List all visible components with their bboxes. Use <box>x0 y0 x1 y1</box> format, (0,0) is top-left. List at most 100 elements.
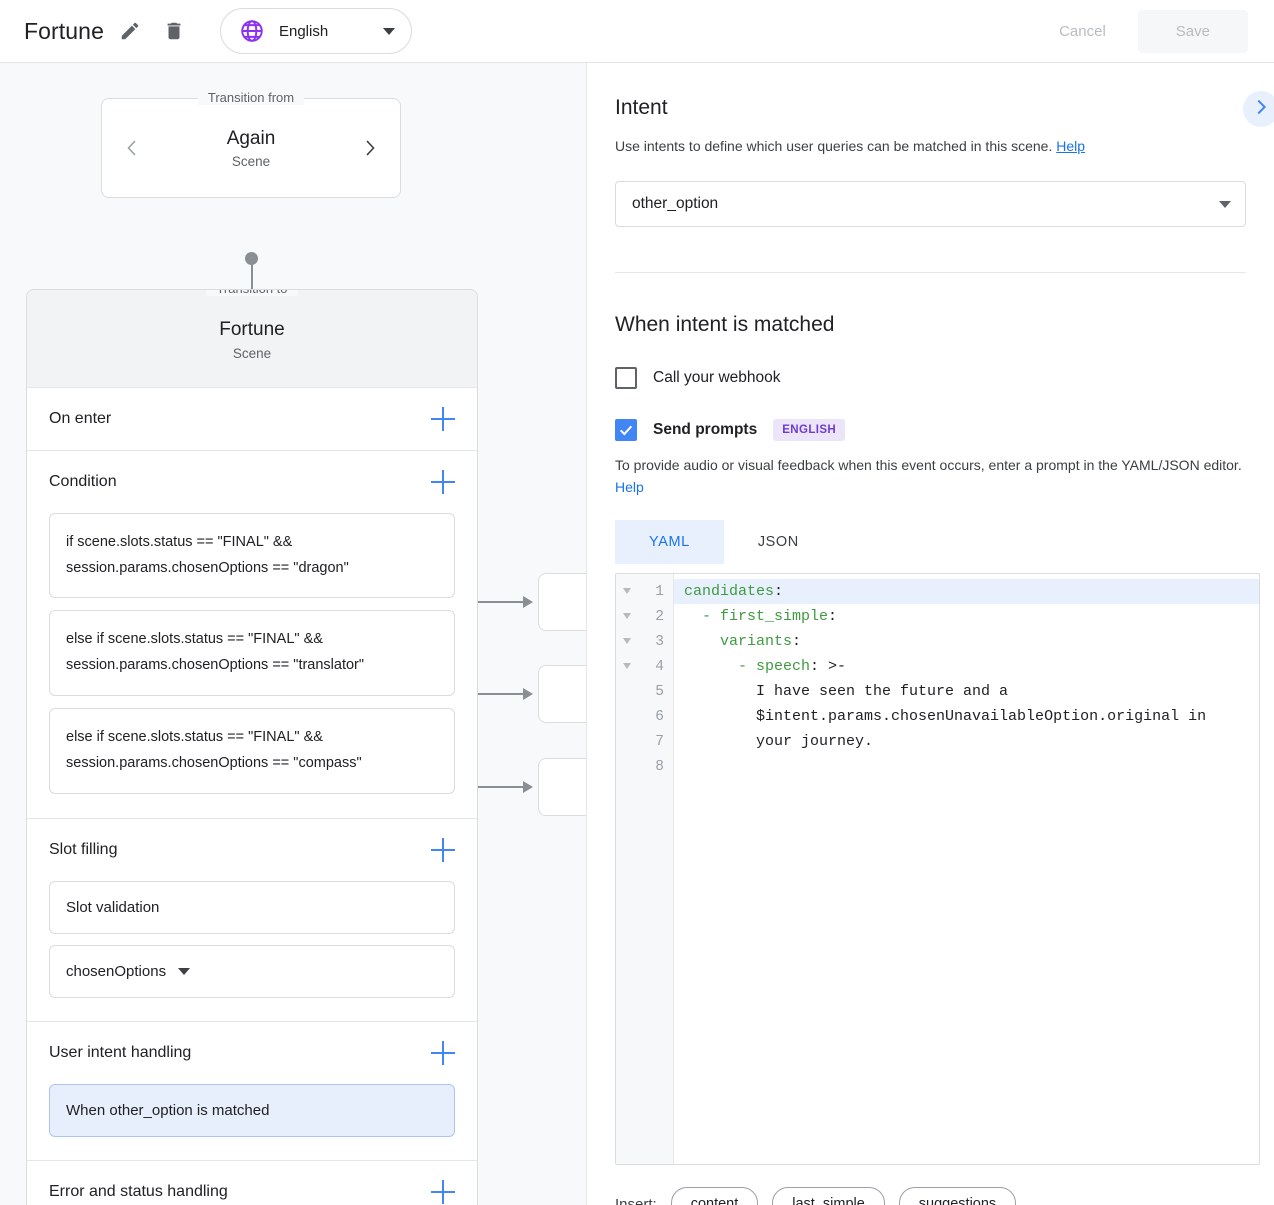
to-scene-name: Fortune <box>219 319 285 340</box>
transition-to-card[interactable]: Transition to Fortune Scene <box>27 289 477 388</box>
editor-tabs: YAML JSON <box>615 520 1246 565</box>
line-number[interactable]: 3 <box>616 629 673 654</box>
code-key: candidates <box>684 583 775 601</box>
code-rest: your journey. <box>756 733 874 751</box>
target-card[interactable] <box>538 573 586 631</box>
code-line[interactable]: $intent.params.chosenUnavailableOption.o… <box>674 704 1259 729</box>
intent-detail-pane: Intent Use intents to define which user … <box>586 63 1274 1205</box>
code-rest: : >- <box>810 658 847 676</box>
page-title: Fortune <box>24 17 104 44</box>
send-prompts-row[interactable]: Send prompts ENGLISH <box>615 419 1246 441</box>
add-on-enter-button[interactable] <box>431 406 455 431</box>
fold-triangle-icon[interactable] <box>623 588 631 595</box>
editor-code-area[interactable]: candidates: - first_simple: variants: - … <box>674 574 1259 1164</box>
from-scene-info: Again Scene <box>227 127 276 170</box>
condition-item[interactable]: if scene.slots.status == "FINAL" && sess… <box>49 512 455 599</box>
line-number-label: 8 <box>655 758 664 775</box>
line-number[interactable]: 1 <box>616 579 673 604</box>
code-rest: : <box>828 608 838 626</box>
insert-chip-content[interactable]: content <box>670 1187 759 1205</box>
language-selector[interactable]: English <box>219 8 412 54</box>
insert-label: Insert: <box>615 1195 657 1205</box>
from-scene-name: Again <box>226 127 276 149</box>
expand-panel-button[interactable] <box>1243 91 1274 127</box>
scene-panel: Transition to Fortune Scene On enter Con… <box>26 289 478 1205</box>
webhook-checkbox[interactable] <box>615 367 637 389</box>
send-prompts-checkbox[interactable] <box>615 419 637 441</box>
intent-section: Intent Use intents to define which user … <box>587 63 1274 273</box>
code-rest: I have seen the future and a <box>756 683 1009 701</box>
code-line[interactable]: - first_simple: <box>674 604 1259 629</box>
code-line[interactable]: variants: <box>674 629 1259 654</box>
edge-arrow <box>523 781 533 793</box>
from-scene-type: Scene <box>231 154 271 170</box>
line-number-label: 2 <box>655 608 664 625</box>
fold-triangle-icon[interactable] <box>623 638 631 645</box>
fold-triangle-icon[interactable] <box>623 613 631 620</box>
globe-icon <box>239 18 265 44</box>
line-number[interactable]: 2 <box>616 604 673 629</box>
intent-help-link[interactable]: Help <box>1056 138 1086 154</box>
code-key: - speech <box>738 658 811 676</box>
prev-scene-button[interactable] <box>120 136 144 160</box>
line-number[interactable]: 4 <box>616 654 673 679</box>
fold-triangle-icon[interactable] <box>623 663 631 670</box>
section-slot-filling: Slot filling Slot validation chosenOptio… <box>27 819 477 1022</box>
line-number[interactable]: 7 <box>616 729 673 754</box>
target-card[interactable] <box>538 665 586 723</box>
code-line[interactable]: I have seen the future and a <box>674 679 1259 704</box>
code-line[interactable]: candidates: <box>674 579 1259 605</box>
pencil-icon <box>119 20 141 42</box>
condition-list: if scene.slots.status == "FINAL" && sess… <box>49 512 455 818</box>
line-number[interactable]: 5 <box>616 679 673 704</box>
code-rest: : <box>774 583 784 601</box>
tab-json[interactable]: JSON <box>757 534 799 551</box>
user-intent-item-selected[interactable]: When other_option is matched <box>49 1083 455 1137</box>
code-line[interactable]: - speech: >- <box>674 654 1259 679</box>
slot-name: chosenOptions <box>66 962 167 980</box>
add-condition-button[interactable] <box>431 469 455 494</box>
condition-item[interactable]: else if scene.slots.status == "FINAL" &&… <box>49 610 455 696</box>
add-slot-button[interactable] <box>431 837 455 862</box>
yaml-editor[interactable]: 1 2 3 4 5 6 7 8 candidates: - first_simp… <box>615 573 1260 1166</box>
user-intent-handling-title: User intent handling <box>49 1043 192 1061</box>
section-error-status-handling: Error and status handling <box>27 1161 477 1205</box>
language-badge: ENGLISH <box>773 419 846 441</box>
target-card[interactable] <box>538 758 586 816</box>
webhook-label: Call your webhook <box>653 369 781 386</box>
delete-button[interactable] <box>156 13 192 49</box>
slot-list: Slot validation chosenOptions <box>49 880 455 1021</box>
edit-button[interactable] <box>112 13 148 49</box>
transition-from-card[interactable]: Transition from Again Scene <box>101 90 401 198</box>
add-error-handler-button[interactable] <box>431 1179 455 1204</box>
insert-chip-suggestions[interactable]: suggestions <box>898 1187 1017 1205</box>
save-button[interactable]: Save <box>1137 9 1248 53</box>
line-number-label: 3 <box>655 633 664 650</box>
line-number[interactable]: 6 <box>616 704 673 729</box>
cancel-button[interactable]: Cancel <box>1039 13 1126 50</box>
prompt-help-link[interactable]: Help <box>615 478 644 495</box>
tab-yaml[interactable]: YAML <box>615 520 724 565</box>
when-matched-section: When intent is matched Call your webhook… <box>587 273 1274 1205</box>
slot-validation-item[interactable]: Slot validation <box>49 880 455 934</box>
next-scene-button[interactable] <box>358 136 382 160</box>
code-line[interactable] <box>674 754 1259 779</box>
line-number-label: 1 <box>655 583 664 600</box>
transition-from-legend: Transition from <box>197 90 305 105</box>
insert-chip-last-simple[interactable]: last_simple <box>772 1187 885 1205</box>
webhook-row[interactable]: Call your webhook <box>615 367 1246 389</box>
scene-graph-pane: Transition from Again Scene <box>0 63 586 1205</box>
code-line[interactable]: your journey. <box>674 729 1259 754</box>
slot-item[interactable]: chosenOptions <box>49 944 455 998</box>
divider <box>615 272 1246 273</box>
code-indent <box>684 633 720 650</box>
line-number-label: 5 <box>655 683 664 700</box>
on-enter-title: On enter <box>49 409 112 427</box>
editor-gutter: 1 2 3 4 5 6 7 8 <box>616 574 674 1165</box>
line-number[interactable]: 8 <box>616 754 673 779</box>
edge-arrow <box>523 688 533 700</box>
edge-line <box>460 601 524 603</box>
intent-select[interactable]: other_option <box>615 181 1246 227</box>
add-user-intent-button[interactable] <box>431 1040 455 1065</box>
condition-item[interactable]: else if scene.slots.status == "FINAL" &&… <box>49 707 455 794</box>
